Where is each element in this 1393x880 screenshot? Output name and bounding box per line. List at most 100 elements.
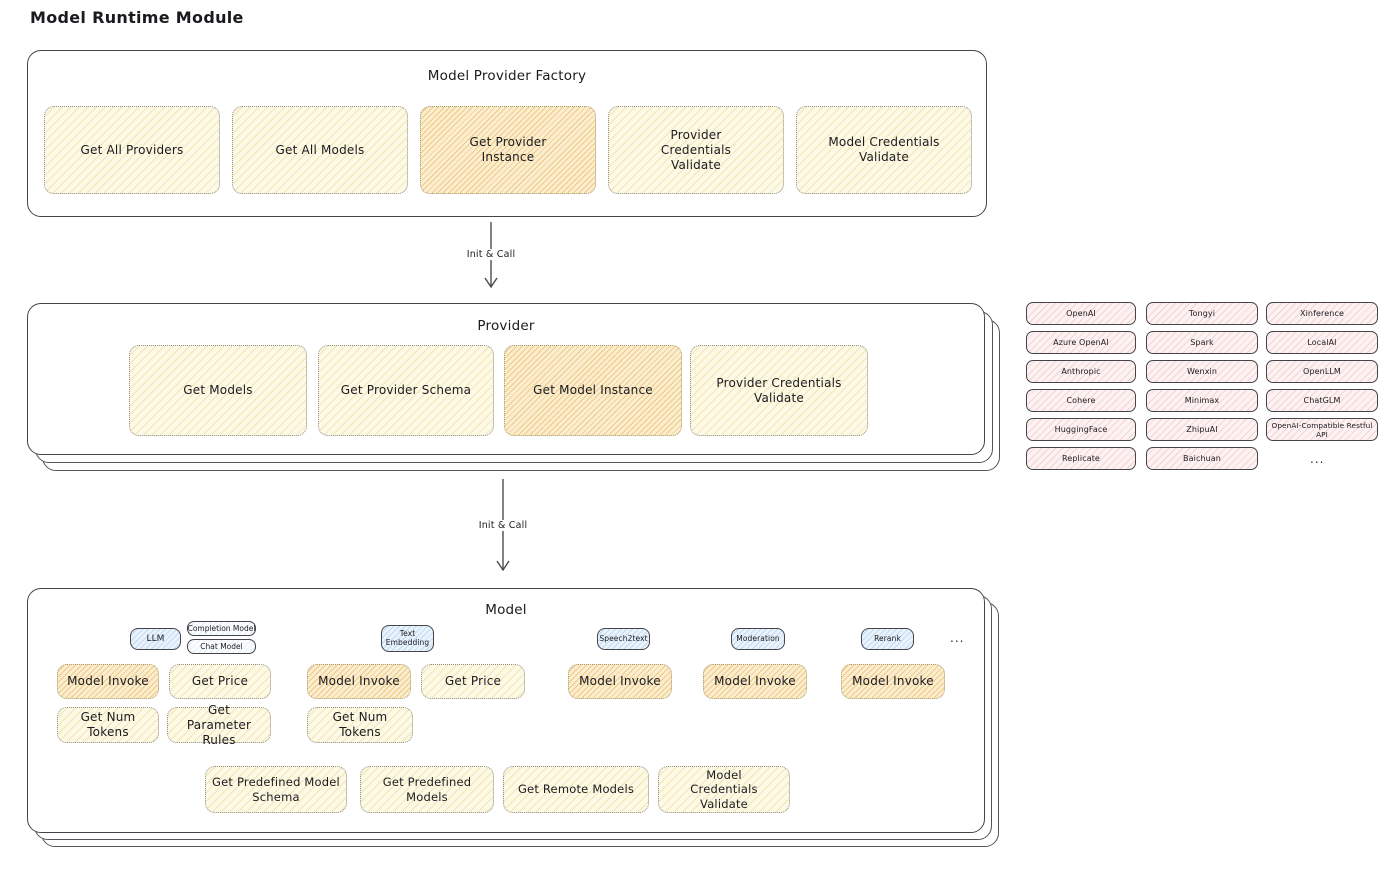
chip-label: Speech2text — [599, 633, 648, 643]
provider-chip-chatglm[interactable]: ChatGLM — [1266, 389, 1378, 412]
node-label: Model Invoke — [852, 674, 934, 688]
type-chip-chat-model[interactable]: Chat Model — [187, 639, 256, 654]
node-label: Model Credentials Validate — [828, 135, 940, 164]
node-get-predefined-model-schema[interactable]: Get Predefined Model Schema — [205, 766, 347, 813]
node-label: Provider Credentials Validate — [716, 375, 842, 405]
chip-label: LocalAI — [1307, 338, 1337, 347]
provider-chip-minimax[interactable]: Minimax — [1146, 389, 1258, 412]
chip-label: Baichuan — [1183, 454, 1221, 463]
chip-label: Spark — [1190, 338, 1214, 347]
model-provider-factory-title: Model Provider Factory — [427, 68, 587, 84]
chip-label: Rerank — [874, 633, 901, 643]
provider-chip-xinference[interactable]: Xinference — [1266, 302, 1378, 325]
page-title: Model Runtime Module — [30, 8, 244, 27]
provider-chip-openai[interactable]: OpenAI — [1026, 302, 1136, 325]
node-label: Model Invoke — [579, 674, 661, 688]
chip-label: ChatGLM — [1303, 396, 1341, 405]
node-label: Get All Providers — [80, 142, 184, 157]
chip-label: Wenxin — [1186, 367, 1218, 376]
node-llm-get-price[interactable]: Get Price — [169, 664, 271, 699]
chip-label: Text Embedding — [385, 628, 430, 647]
node-label: Get Provider Instance — [469, 135, 547, 164]
node-get-provider-instance[interactable]: Get Provider Instance — [420, 106, 596, 194]
chip-label: OpenAI — [1066, 309, 1096, 318]
type-chip-rerank[interactable]: Rerank — [861, 628, 914, 650]
node-get-models[interactable]: Get Models — [129, 345, 307, 436]
chip-label: HuggingFace — [1054, 425, 1108, 434]
node-label: Model Invoke — [67, 674, 149, 688]
node-label: Get All Models — [275, 142, 365, 157]
node-label: Get Parameter Rules — [186, 702, 252, 747]
node-label: Get Num Tokens — [80, 710, 136, 739]
node-label: Get Model Instance — [533, 383, 653, 397]
provider-chip-huggingface[interactable]: HuggingFace — [1026, 418, 1136, 441]
provider-chip-localai[interactable]: LocalAI — [1266, 331, 1378, 354]
node-model-credentials-validate-2[interactable]: Model Credentials Validate — [658, 766, 790, 813]
chip-label: Xinference — [1300, 309, 1344, 318]
providers-more-ellipsis: ... — [1310, 452, 1325, 466]
node-get-remote-models[interactable]: Get Remote Models — [503, 766, 649, 813]
node-model-credentials-validate[interactable]: Model Credentials Validate — [796, 106, 972, 194]
node-label: Model Invoke — [318, 674, 400, 688]
node-get-predefined-models[interactable]: Get Predefined Models — [360, 766, 494, 813]
provider-title: Provider — [477, 318, 535, 334]
node-llm-get-parameter-rules[interactable]: Get Parameter Rules — [167, 703, 271, 747]
node-label: Get Predefined Models — [382, 775, 472, 804]
provider-chip-anthropic[interactable]: Anthropic — [1026, 360, 1136, 383]
type-chip-text-embedding[interactable]: Text Embedding — [381, 625, 434, 652]
node-provider-credentials-validate-2[interactable]: Provider Credentials Validate — [690, 345, 868, 436]
chip-label: OpenLLM — [1303, 367, 1341, 376]
chip-label: ZhipuAI — [1186, 425, 1218, 434]
node-label: Get Remote Models — [517, 782, 635, 797]
provider-chip-spark[interactable]: Spark — [1146, 331, 1258, 354]
node-label: Model Credentials Validate — [690, 767, 758, 811]
model-title: Model — [485, 602, 527, 618]
node-embedding-get-num-tokens[interactable]: Get Num Tokens — [307, 707, 413, 743]
type-chip-completion-model[interactable]: Completion Model — [187, 621, 256, 636]
type-chip-llm[interactable]: LLM — [130, 628, 181, 650]
provider-chip-wenxin[interactable]: Wenxin — [1146, 360, 1258, 383]
node-label: Get Price — [444, 674, 502, 688]
node-get-model-instance[interactable]: Get Model Instance — [504, 345, 682, 436]
node-label: Model Invoke — [714, 674, 796, 688]
provider-chip-replicate[interactable]: Replicate — [1026, 447, 1136, 470]
provider-chip-cohere[interactable]: Cohere — [1026, 389, 1136, 412]
node-label: Get Num Tokens — [332, 710, 388, 739]
node-llm-get-num-tokens[interactable]: Get Num Tokens — [57, 707, 159, 743]
chip-label: Azure OpenAI — [1053, 338, 1109, 347]
model-box: Model LLM Completion Model Chat Model Te… — [27, 588, 985, 833]
node-llm-model-invoke[interactable]: Model Invoke — [57, 664, 159, 699]
node-speech2text-model-invoke[interactable]: Model Invoke — [568, 664, 672, 699]
node-embedding-model-invoke[interactable]: Model Invoke — [307, 664, 411, 699]
node-provider-credentials-validate[interactable]: Provider Credentials Validate — [608, 106, 784, 194]
chip-label: Moderation — [736, 633, 780, 643]
chip-label: Minimax — [1184, 396, 1220, 405]
node-label: Get Predefined Model Schema — [212, 775, 340, 804]
provider-chip-openllm[interactable]: OpenLLM — [1266, 360, 1378, 383]
node-label: Provider Credentials Validate — [660, 127, 732, 172]
chip-label: Tongyi — [1188, 309, 1216, 318]
node-get-all-providers[interactable]: Get All Providers — [44, 106, 220, 194]
chip-label: OpenAI-Compatible Restful API — [1271, 420, 1373, 439]
provider-chip-baichuan[interactable]: Baichuan — [1146, 447, 1258, 470]
types-more-ellipsis: ... — [950, 631, 965, 645]
node-moderation-model-invoke[interactable]: Model Invoke — [703, 664, 807, 699]
node-get-all-models[interactable]: Get All Models — [232, 106, 408, 194]
arrow-label-init-call-2: Init & Call — [474, 520, 532, 531]
provider-chip-azure-openai[interactable]: Azure OpenAI — [1026, 331, 1136, 354]
provider-box: Provider Get Models Get Provider Schema … — [27, 303, 985, 455]
chip-label: Chat Model — [200, 642, 243, 651]
node-get-provider-schema[interactable]: Get Provider Schema — [318, 345, 494, 436]
type-chip-moderation[interactable]: Moderation — [731, 628, 785, 650]
provider-chip-tongyi[interactable]: Tongyi — [1146, 302, 1258, 325]
provider-chip-zhipuai[interactable]: ZhipuAI — [1146, 418, 1258, 441]
chip-label: Replicate — [1062, 454, 1100, 463]
type-chip-speech2text[interactable]: Speech2text — [597, 628, 650, 650]
chip-label: Completion Model — [187, 624, 256, 633]
chip-label: Anthropic — [1061, 367, 1101, 376]
provider-chip-openai-compatible[interactable]: OpenAI-Compatible Restful API — [1266, 418, 1378, 441]
node-rerank-model-invoke[interactable]: Model Invoke — [841, 664, 945, 699]
node-embedding-get-price[interactable]: Get Price — [421, 664, 525, 699]
node-label: Get Models — [183, 383, 253, 397]
